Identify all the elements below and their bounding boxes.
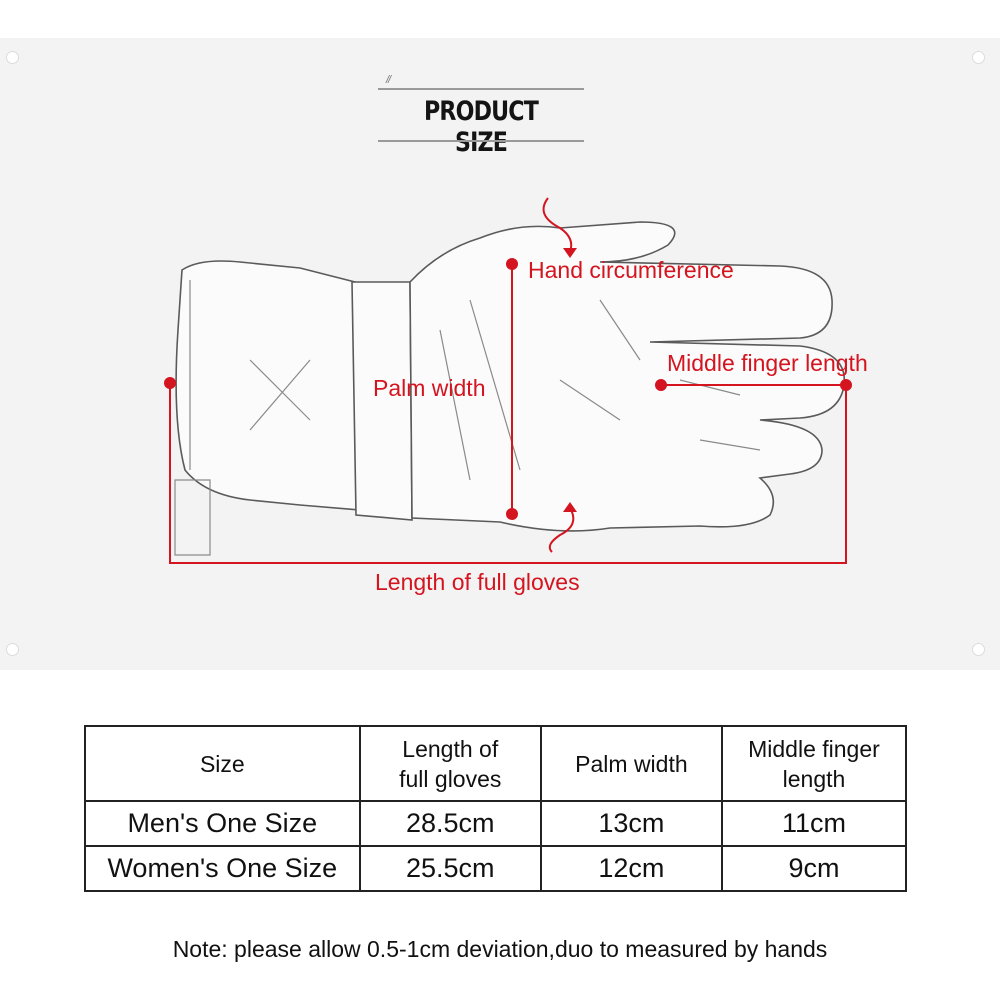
table-row: Men's One Size 28.5cm 13cm 11cm	[84, 800, 908, 847]
measure-dot-icon	[840, 379, 852, 391]
cell-finger: 9cm	[720, 845, 908, 892]
arrow-up-icon	[563, 502, 577, 512]
title-top-rule	[378, 88, 584, 90]
label-hand-circumference: Hand circumference	[528, 257, 734, 283]
label-length-full-gloves: Length of full gloves	[375, 569, 580, 595]
title-bottom-rule	[378, 140, 584, 142]
cell-palm: 12cm	[539, 845, 723, 892]
glove-diagram	[164, 197, 852, 564]
cell-finger: 11cm	[720, 800, 908, 847]
deviation-note: Note: please allow 0.5-1cm deviation,duo…	[172, 936, 828, 962]
label-middle-finger-length: Middle finger length	[667, 350, 868, 376]
product-size-heading: // PRODUCT SIZE	[378, 74, 584, 158]
measure-dot-icon	[506, 508, 518, 520]
cell-length: 28.5cm	[358, 800, 542, 847]
measure-dot-icon	[164, 377, 176, 389]
cell-palm: 13cm	[539, 800, 723, 847]
cell-size: Men's One Size	[84, 800, 361, 847]
table-row: Women's One Size 25.5cm 12cm 9cm	[84, 845, 908, 892]
cell-size: Women's One Size	[84, 845, 361, 892]
corner-hole	[972, 643, 985, 656]
title-decoration: //	[386, 74, 391, 86]
corner-hole	[6, 643, 19, 656]
cell-length: 25.5cm	[358, 845, 542, 892]
arrow-down-icon	[563, 248, 577, 258]
corner-hole	[6, 51, 19, 64]
header-size: Size	[84, 725, 361, 802]
measure-dot-icon	[655, 379, 667, 391]
corner-hole	[972, 51, 985, 64]
page-title: PRODUCT SIZE	[423, 96, 539, 158]
measure-dot-icon	[506, 258, 518, 270]
label-palm-width: Palm width	[373, 375, 486, 401]
header-palm-width: Palm width	[539, 725, 723, 802]
glove-outline-icon	[175, 221, 846, 532]
